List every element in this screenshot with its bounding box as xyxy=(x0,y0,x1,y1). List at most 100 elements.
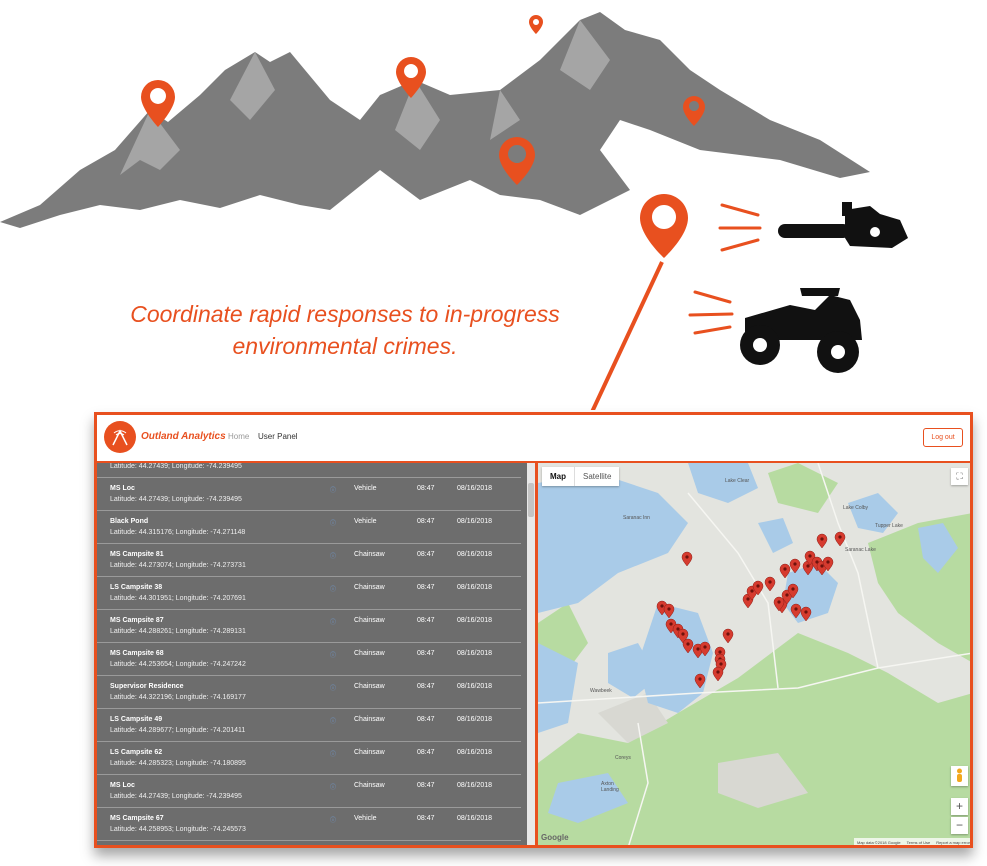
map-marker-icon[interactable] xyxy=(787,583,799,599)
info-icon[interactable]: ⓘ xyxy=(330,719,337,725)
list-item-time: 08:47 xyxy=(417,485,435,492)
list-item-coords: Latitude: 44.285323; Longitude: -74.1808… xyxy=(110,760,246,767)
info-icon[interactable]: ⓘ xyxy=(330,554,337,560)
map-marker-icon[interactable] xyxy=(773,596,785,612)
list-item-time: 08:47 xyxy=(417,518,435,525)
map-marker-icon[interactable] xyxy=(712,666,724,682)
list-item-coords: Latitude: 44.27439; Longitude: -74.23949… xyxy=(110,463,242,470)
list-item-time: 08:47 xyxy=(417,716,435,723)
map-label: Saranac Inn xyxy=(623,515,650,521)
info-icon[interactable]: ⓘ xyxy=(330,686,337,692)
map-type-control: Map Satellite xyxy=(542,467,620,486)
location-pin-icon xyxy=(529,15,543,34)
nav-home-link[interactable]: Home xyxy=(228,432,250,441)
incident-list[interactable]: Latitude: 44.27439; Longitude: -74.23949… xyxy=(97,463,527,845)
brand-logo-icon[interactable] xyxy=(104,421,136,453)
list-item-coords: Latitude: 44.288261; Longitude: -74.2891… xyxy=(110,628,246,635)
map-marker-icon[interactable] xyxy=(722,628,734,644)
list-item-date: 08/16/2018 xyxy=(457,716,493,723)
map-marker-icon[interactable] xyxy=(699,641,711,657)
tagline: Coordinate rapid responses to in-progres… xyxy=(100,298,590,362)
nav-user-panel-link[interactable]: User Panel xyxy=(258,432,298,441)
map-marker-dot xyxy=(793,562,797,566)
list-item-type: Vehicle xyxy=(354,815,377,822)
list-item-date: 08/16/2018 xyxy=(457,584,493,591)
map-marker-icon[interactable] xyxy=(752,580,764,596)
list-item-time: 08:47 xyxy=(417,683,435,690)
map-marker-icon[interactable] xyxy=(800,606,812,622)
list-scrollbar-thumb[interactable] xyxy=(528,483,534,517)
list-item-partial[interactable]: Latitude: 44.27439; Longitude: -74.23949… xyxy=(97,463,521,478)
list-item-type: Chainsaw xyxy=(354,683,385,690)
list-item-date: 08/16/2018 xyxy=(457,749,493,756)
fullscreen-icon[interactable]: ⛶ xyxy=(951,468,968,485)
terms-link[interactable]: Terms of Use xyxy=(906,840,931,845)
map-marker-icon[interactable] xyxy=(682,638,694,654)
map-marker-icon[interactable] xyxy=(663,603,675,619)
panel-divider xyxy=(535,463,538,845)
atv-icon xyxy=(740,288,862,373)
street-view-pegman-icon[interactable] xyxy=(951,766,968,786)
map-marker-icon[interactable] xyxy=(822,556,834,572)
map-marker-dot xyxy=(756,584,760,588)
info-icon[interactable]: ⓘ xyxy=(330,620,337,626)
map-marker-icon[interactable] xyxy=(781,589,793,605)
map-type-satellite-button[interactable]: Satellite xyxy=(574,467,619,486)
map-view[interactable]: Lake Clear Saranac Inn Lake Colby Sarana… xyxy=(538,463,973,848)
google-logo: Google xyxy=(541,833,569,842)
list-item-type: Chainsaw xyxy=(354,551,385,558)
info-icon[interactable]: ⓘ xyxy=(330,752,337,758)
top-navbar: Outland Analytics Home User Panel Log ou… xyxy=(97,415,970,463)
info-icon[interactable]: ⓘ xyxy=(330,488,337,494)
map-type-map-button[interactable]: Map xyxy=(550,472,566,481)
list-item-type: Chainsaw xyxy=(354,584,385,591)
list-item-coords: Latitude: 44.27439; Longitude: -74.23949… xyxy=(110,793,242,800)
map-marker-dot xyxy=(667,607,671,611)
map-label: Lake Clear xyxy=(725,478,750,484)
map-marker-icon[interactable] xyxy=(816,533,828,549)
map-marker-icon[interactable] xyxy=(789,558,801,574)
list-item[interactable]: MS Campsite 87 Latitude: 44.288261; Longi… xyxy=(97,609,521,643)
logout-button[interactable]: Log out xyxy=(923,428,963,447)
list-item-date: 08/16/2018 xyxy=(457,782,493,789)
list-item-date: 08/16/2018 xyxy=(457,518,493,525)
brand-name[interactable]: Outland Analytics xyxy=(141,431,226,442)
list-scrollbar[interactable] xyxy=(527,463,535,845)
map-markers[interactable] xyxy=(538,463,973,848)
info-icon[interactable]: ⓘ xyxy=(330,653,337,659)
list-item-name: MS Campsite 87 xyxy=(110,617,164,624)
map-marker-dot xyxy=(777,600,781,604)
map-marker-icon[interactable] xyxy=(779,563,791,579)
map-marker-icon[interactable] xyxy=(834,531,846,547)
list-item-coords: Latitude: 44.253654; Longitude: -74.2472… xyxy=(110,661,246,668)
map-marker-dot xyxy=(696,647,700,651)
map-canvas[interactable] xyxy=(538,463,973,848)
info-icon[interactable]: ⓘ xyxy=(330,785,337,791)
list-item-time: 08:47 xyxy=(417,584,435,591)
info-icon[interactable]: ⓘ xyxy=(330,521,337,527)
map-marker-icon[interactable] xyxy=(681,551,693,567)
map-marker-dot xyxy=(719,662,723,666)
info-icon[interactable]: ⓘ xyxy=(330,587,337,593)
map-marker-icon[interactable] xyxy=(790,603,802,619)
map-attribution: Map data ©2018 Google Terms of Use Repor… xyxy=(853,838,970,845)
map-marker-dot xyxy=(686,642,690,646)
map-marker-icon[interactable] xyxy=(694,673,706,689)
zoom-in-button[interactable]: + xyxy=(951,798,968,815)
map-marker-dot xyxy=(838,535,842,539)
report-error-link[interactable]: Report a map error xyxy=(936,840,970,845)
map-marker-icon[interactable] xyxy=(764,576,776,592)
zoom-out-button[interactable]: − xyxy=(951,817,968,834)
info-icon[interactable]: ⓘ xyxy=(330,818,337,824)
map-marker-dot xyxy=(820,564,824,568)
